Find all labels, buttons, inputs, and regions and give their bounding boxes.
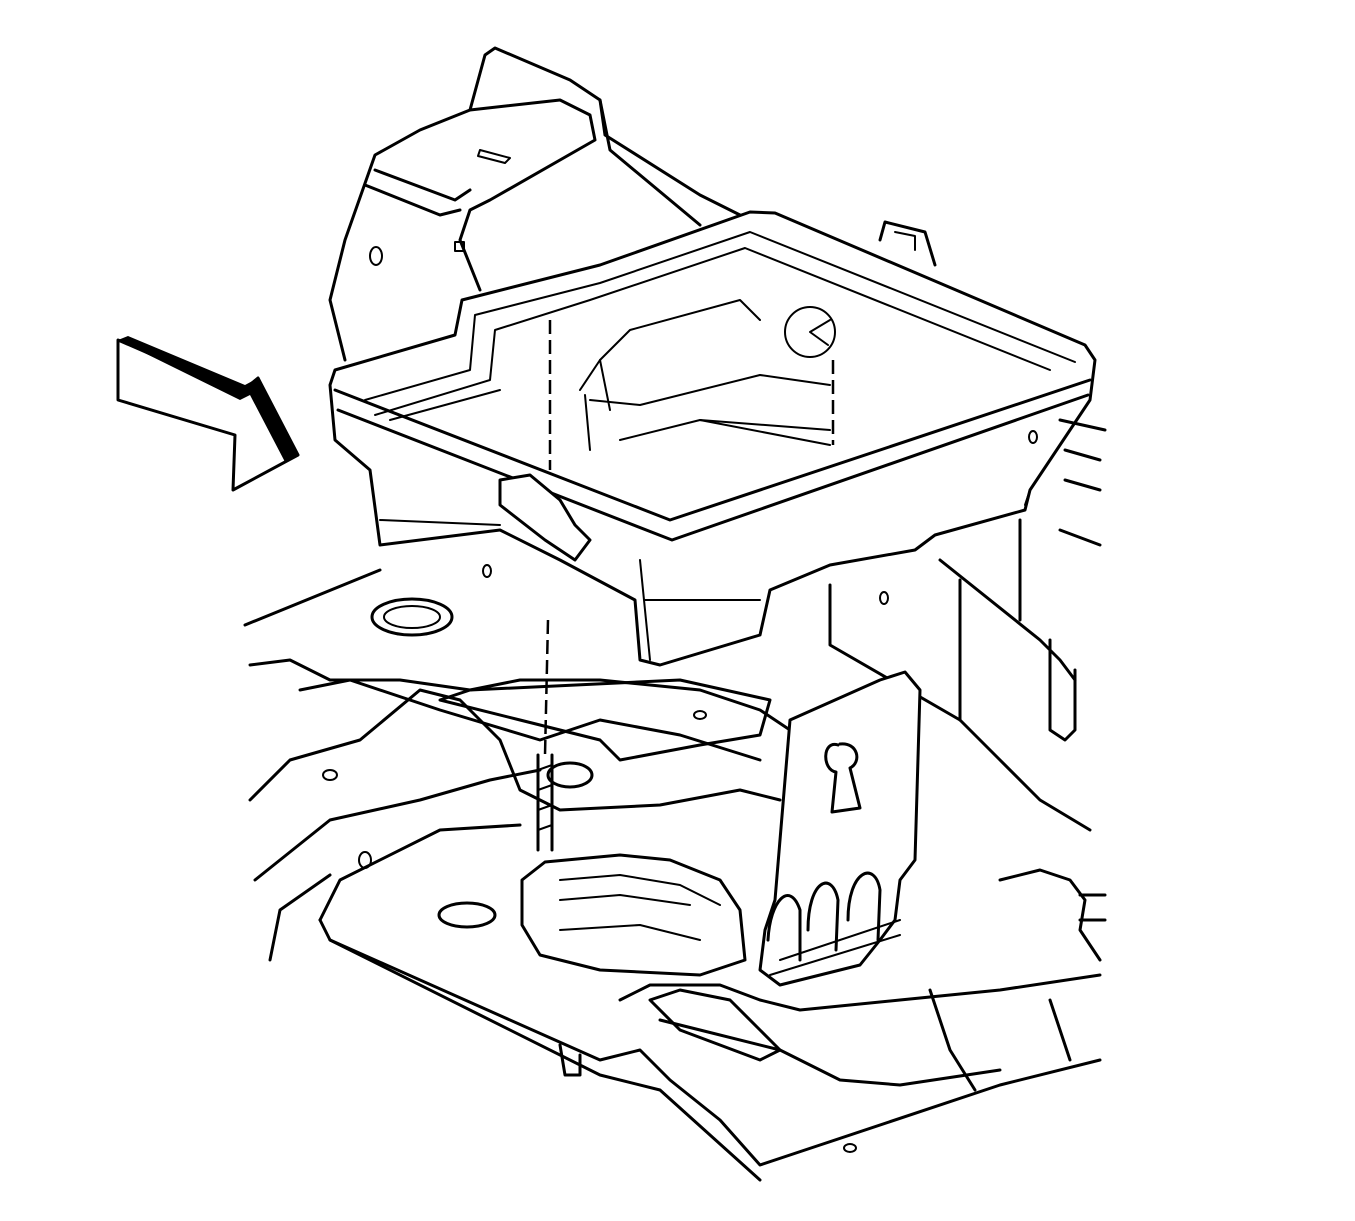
battery-tray [328,210,1097,667]
vehicle-floor-pan [243,418,1107,1182]
view-direction-arrow-icon [116,336,300,492]
fender-inner-panel [328,46,937,362]
battery-hold-down-bracket [758,670,922,987]
